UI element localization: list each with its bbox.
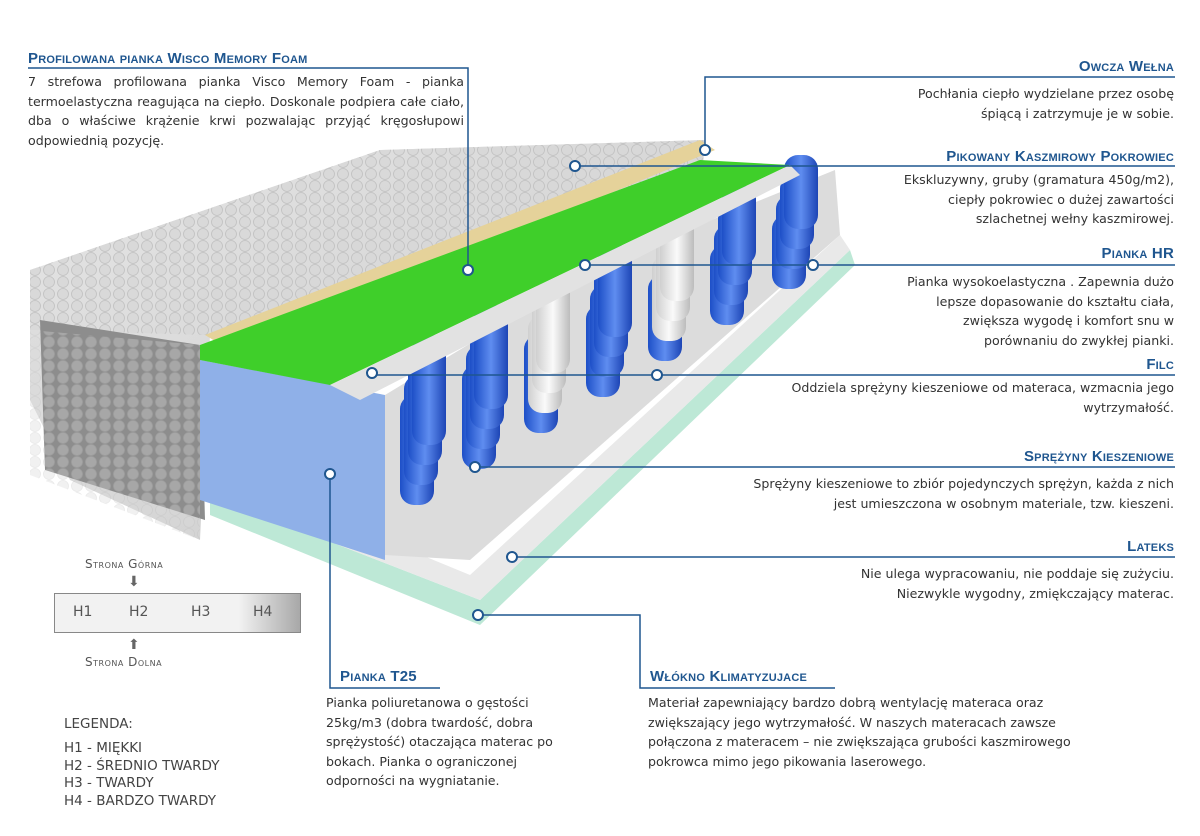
visco-title: Profilowana pianka Wisco Memory Foam [28, 50, 308, 67]
pikowany-title: Pikowany Kaszmirowy Pokrowiec [946, 148, 1174, 165]
legend-title: LEGENDA: [64, 716, 133, 732]
filc-text: Oddziela sprężyny kieszeniowe od materac… [791, 380, 1174, 415]
hardness-scale: H1 H2 H3 H4 [54, 593, 301, 633]
scale-h1: H1 [73, 604, 93, 620]
wlokno-title: Włókno Klimatyzujace [650, 668, 808, 685]
leader-lines [28, 67, 1175, 689]
arrow-down-icon: ⬇ [128, 574, 140, 590]
felt-base [210, 235, 850, 600]
scale-h3: H3 [191, 604, 211, 620]
wlokno-text: Materiał zapewniający bardzo dobrą wenty… [648, 695, 1071, 769]
marker-dots [324, 144, 819, 621]
scale-h4: H4 [253, 604, 273, 620]
visco-foam-layer [200, 160, 790, 385]
scale-h2: H2 [129, 604, 149, 620]
t25-side-foam [200, 360, 385, 560]
arrow-up-icon: ⬆ [128, 637, 140, 653]
sprezyny-text: Sprężyny kieszeniowe to zbiór pojedynczy… [753, 476, 1174, 511]
hr-title: Pianka HR [1101, 245, 1174, 262]
legend-item: H4 - BARDZO TWARDY [64, 792, 217, 809]
filc-title: Filc [1146, 356, 1174, 373]
owcza-title: Owcza Wełna [1078, 58, 1174, 75]
pikowany-text: Ekskluzywny, gruby (gramatura 450g/m2),c… [903, 172, 1174, 226]
legend-item: H1 - MIĘKKI [64, 740, 143, 756]
lateks-title: Lateks [1127, 538, 1174, 555]
lateks-text: Nie ulega wypracowaniu, nie poddaje się … [860, 566, 1174, 601]
top-side-label: Strona Górna [85, 557, 164, 571]
sprezyny-title: Sprężyny Kieszeniowe [1023, 448, 1174, 465]
visco-text: 7 strefowa profilowana pianka Visco Memo… [28, 74, 464, 148]
bottom-side-label: Strona Dolna [85, 655, 163, 669]
t25-title: Pianka T25 [340, 668, 417, 685]
legend-item: H3 - TWARDY [64, 775, 154, 791]
legend-item: H2 - ŚREDNIO TWARDY [64, 757, 220, 774]
hr-foam-layer [330, 165, 800, 400]
legend-list: H1 - MIĘKKI H2 - ŚREDNIO TWARDY H3 - TWA… [64, 740, 219, 810]
